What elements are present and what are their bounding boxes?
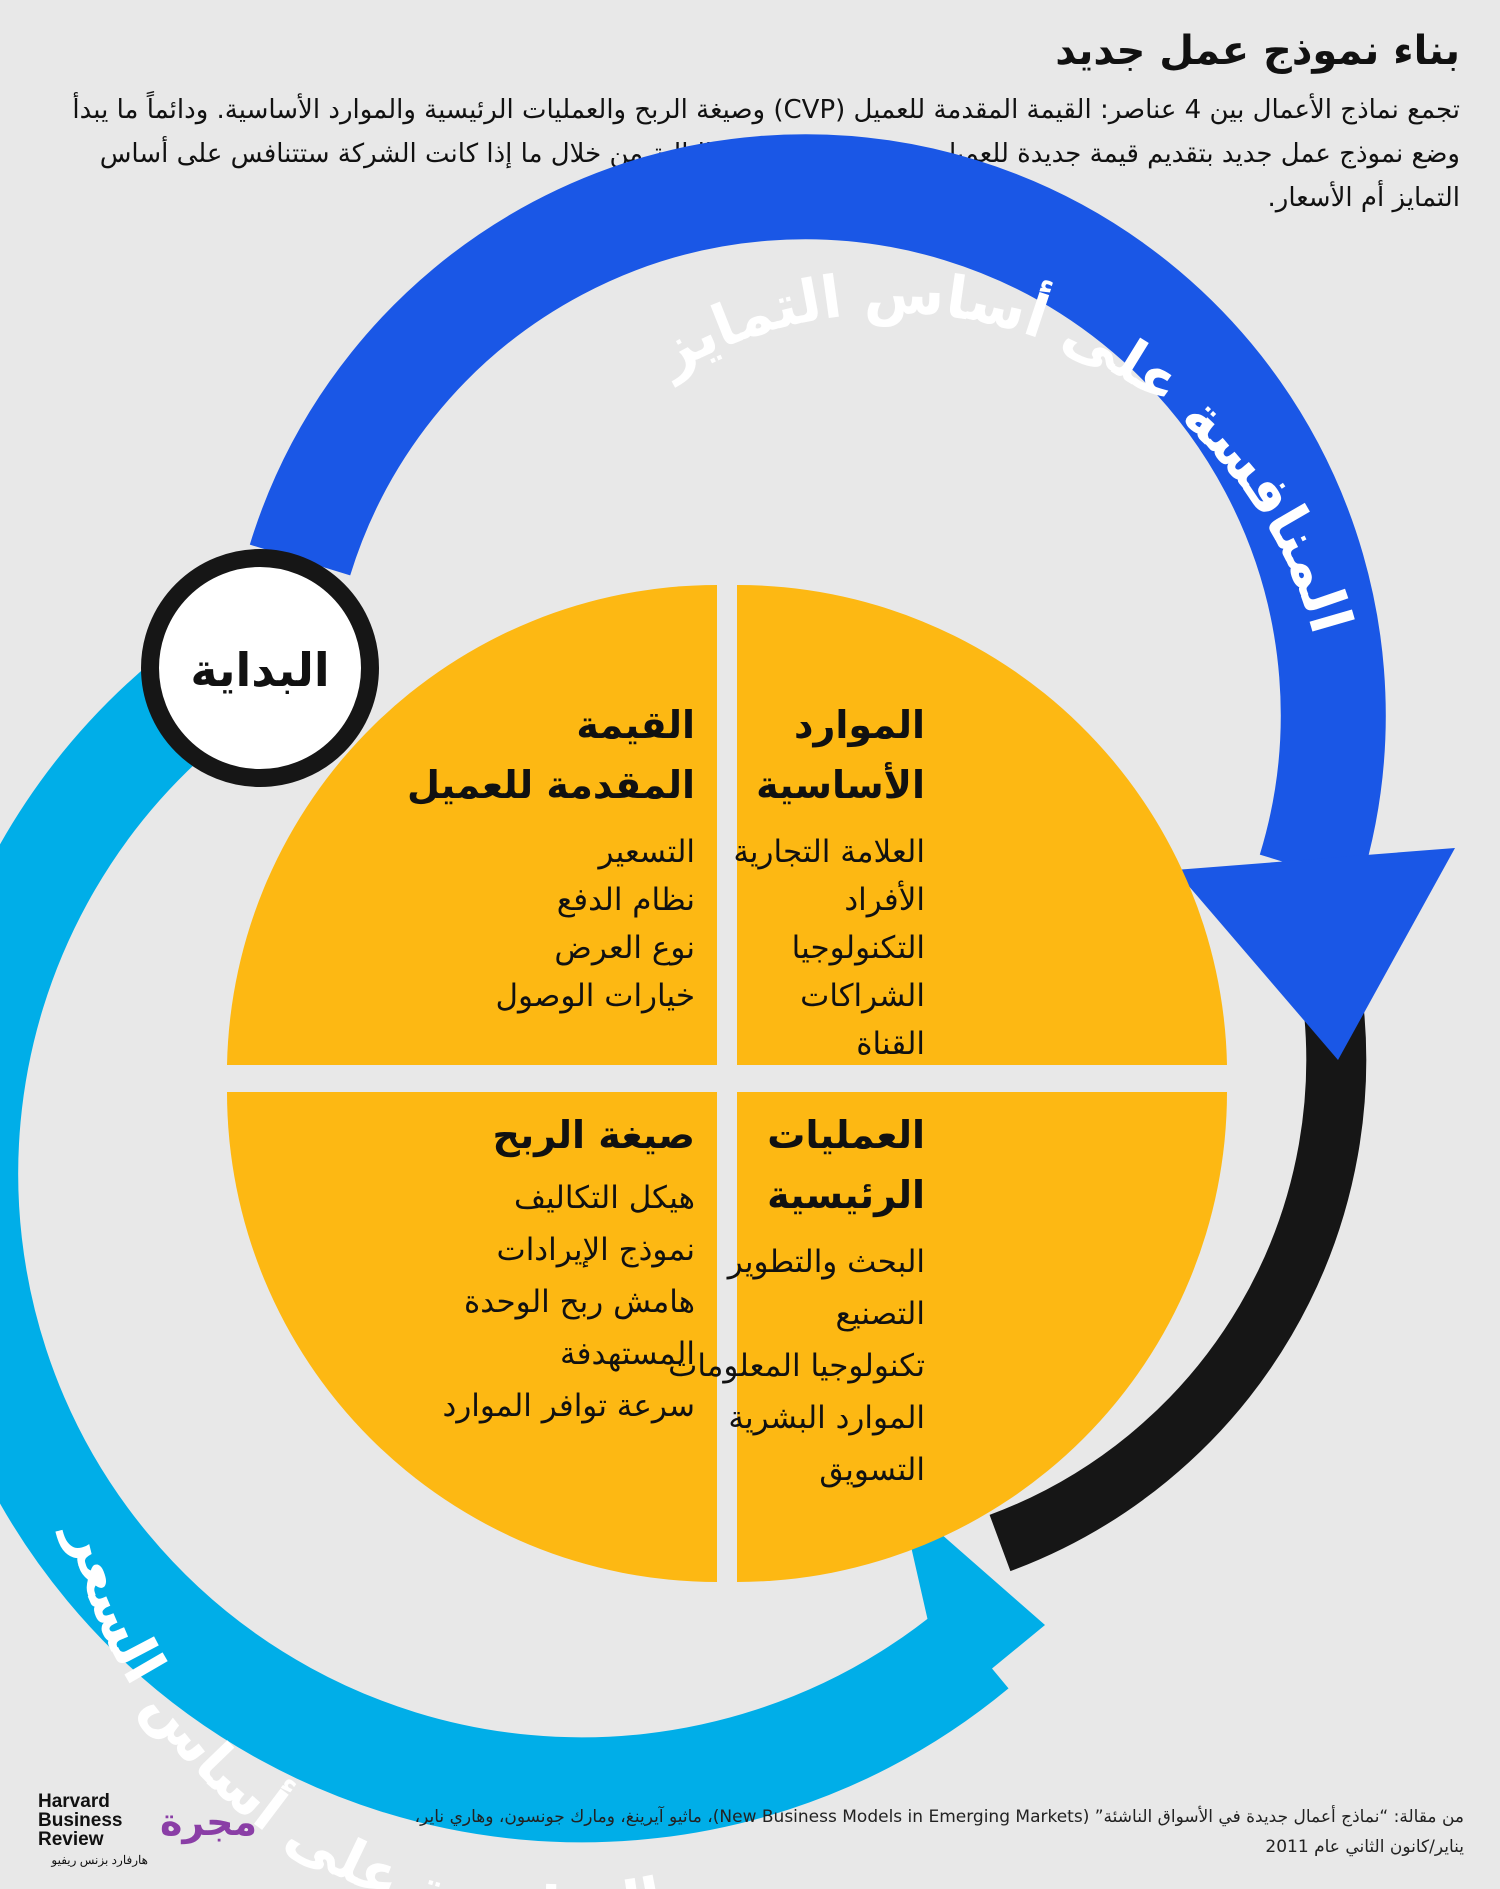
black-ring-arc [989,975,1367,1572]
profit-item: هامش ربح الوحدة [464,1284,695,1320]
source-citation: من مقالة: “نماذج أعمال جديدة في الأسواق … [414,1807,1464,1857]
processes-title-line: الرئيسية [767,1173,925,1217]
lightblue-ring-arc-bottom [0,659,1009,1843]
ring-label-differentiation: المنافسة على أساس التمايز [642,258,1365,640]
quadrant-cvp-bg [227,585,717,1065]
quadrant-profit-formula: صيغة الربح هيكل التكاليف نموذج الإيرادات ها… [443,1113,695,1424]
start-circle [141,549,379,787]
processes-title-line: العمليات [767,1113,925,1157]
profit-item: نموذج الإيرادات [497,1232,695,1268]
processes-item: الموارد البشرية [728,1400,925,1436]
quadrant-customer-value: القيمة المقدمة للعميل التسعير نظام الدفع نوع… [407,703,695,1014]
processes-item: التسويق [819,1452,925,1488]
profit-item: سرعة توافر الموارد [443,1388,695,1424]
cvp-item: خيارات الوصول [495,978,695,1014]
quadrant-key-processes: العمليات الرئيسية البحث والتطوير التصنيع تكن… [668,1113,925,1488]
cvp-item: نظام الدفع [557,882,695,918]
quadrant-resources-bg [737,585,1227,1065]
quadrant-profit-bg [227,1092,717,1582]
cvp-title-line: المقدمة للعميل [407,763,695,807]
processes-item: تكنولوجيا المعلومات [668,1348,925,1384]
resources-item: العلامة التجارية [733,834,925,870]
lightblue-arrowhead-bottom [900,1498,1045,1740]
cvp-item: نوع العرض [554,930,695,966]
blue-arrowhead-top [1175,848,1455,1060]
quadrant-processes-bg [737,1092,1227,1582]
resources-title-line: الموارد [794,703,925,747]
processes-item: التصنيع [835,1296,925,1332]
profit-item: هيكل التكاليف [514,1180,695,1216]
cvp-item: التسعير [597,834,695,870]
resources-item: القناة [856,1026,925,1062]
quadrant-key-resources: الموارد الأساسية العلامة التجارية الأفراد ال… [733,703,925,1062]
profit-title-line: صيغة الربح [492,1113,695,1157]
cvp-title-line: القيمة [576,703,695,747]
profit-item: المستهدفة [560,1336,695,1372]
resources-item: الأفراد [844,880,925,918]
resources-title-line: الأساسية [756,761,925,807]
hbr-logo: Harvard Business Review هارفارد بزنس ريف… [38,1791,148,1867]
processes-item: البحث والتطوير [726,1244,925,1280]
blue-ring-arc-top [249,134,1386,886]
page-title: بناء نموذج عمل جديد [1055,28,1460,74]
brand-logo: مجرة [160,1800,257,1844]
resources-item: التكنولوجيا [792,930,925,966]
resources-item: الشراكات [800,978,925,1014]
start-label: البداية [190,643,329,697]
